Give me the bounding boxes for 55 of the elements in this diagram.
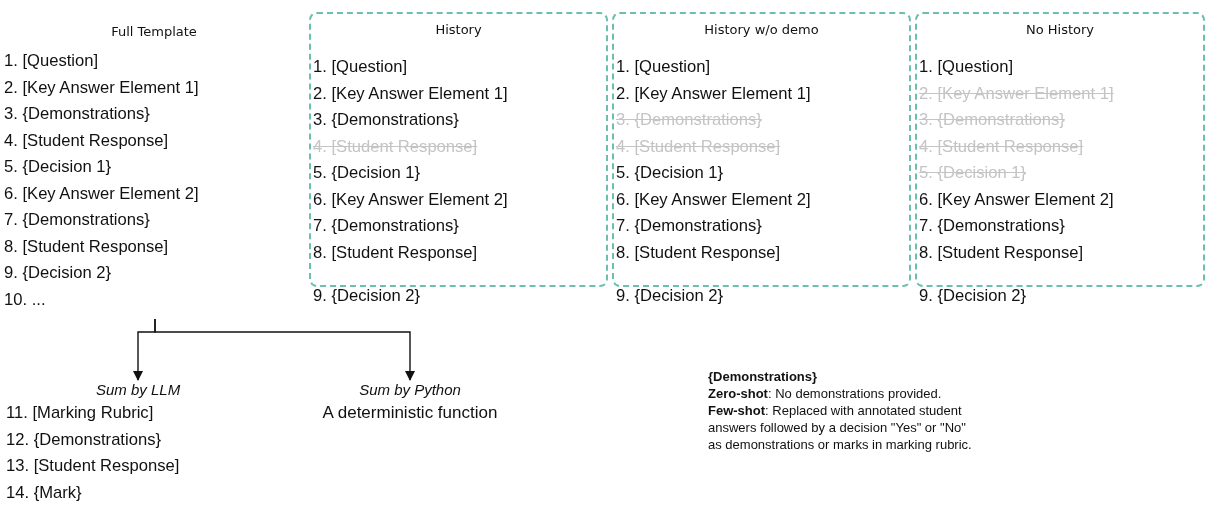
- list-item: 7. {Demonstrations}: [313, 215, 459, 237]
- note-text: Zero-shot: No demonstrations provided.: [708, 385, 943, 402]
- list-item: 2. [Key Answer Element 1]: [313, 82, 508, 105]
- list-item: 2. [Key Answer Element 1]: [4, 76, 199, 99]
- note-text: Few-shot: Replaced with annotated student answers followed by a decision "Yes" or "No" as demonstrations or marks in marking rubric.: [708, 402, 973, 453]
- column-title: History w/o demo: [703, 21, 820, 39]
- list-item: 7. {Demonstrations}: [616, 215, 762, 237]
- list-item: 1. [Question]: [616, 56, 711, 78]
- struck-list-item: 4. [Student Response]: [616, 135, 781, 158]
- list-item: 8. [Student Response]: [919, 241, 1084, 264]
- list-item: 1. [Question]: [4, 50, 99, 72]
- list-item: 9. {Decision 2}: [313, 285, 420, 307]
- struck-list-item: 4. [Student Response]: [919, 135, 1084, 158]
- arrow: [154, 318, 415, 381]
- struck-list-item: 4. [Student Response]: [313, 135, 478, 158]
- list-item: 4. [Student Response]: [4, 129, 169, 152]
- list-item: 10. ...: [4, 288, 46, 311]
- list-item: 9. {Decision 2}: [919, 285, 1026, 307]
- list-item: 6. [Key Answer Element 2]: [313, 188, 508, 211]
- list-item: 7. {Demonstrations}: [919, 215, 1065, 237]
- list-item: 6. [Key Answer Element 2]: [919, 188, 1114, 211]
- struck-list-item: 5. {Decision 1}: [919, 162, 1026, 184]
- list-item: 9. {Decision 2}: [4, 262, 111, 284]
- list-item: 5. {Decision 1}: [4, 156, 111, 178]
- column-title: History: [434, 21, 483, 39]
- list-item: 14. {Mark}: [6, 481, 82, 504]
- list-item: 1. [Question]: [919, 56, 1014, 78]
- list-item: 1. [Question]: [313, 56, 408, 78]
- list-item: 13. [Student Response]: [6, 455, 180, 477]
- column-title: No History: [1024, 21, 1096, 39]
- method-heading: Sum by LLM: [96, 380, 181, 400]
- note-heading: {Demonstrations}: [708, 368, 819, 385]
- list-item: 8. [Student Response]: [616, 241, 781, 264]
- column-title: Full Template: [110, 23, 198, 41]
- struck-list-item: 2. [Key Answer Element 1]: [919, 82, 1114, 105]
- list-item: 6. [Key Answer Element 2]: [4, 182, 199, 205]
- list-item: 6. [Key Answer Element 2]: [616, 188, 811, 211]
- dashed-group-box: [915, 12, 1205, 287]
- list-item: 3. {Demonstrations}: [313, 109, 459, 131]
- dashed-group-box: [612, 12, 911, 287]
- struck-list-item: 3. {Demonstrations}: [616, 109, 762, 131]
- list-item: 8. [Student Response]: [4, 235, 169, 258]
- list-item: 11. [Marking Rubric]: [6, 402, 154, 424]
- list-item: 9. {Decision 2}: [616, 285, 723, 307]
- description-text: A deterministic function: [322, 402, 498, 424]
- method-heading: Sum by Python: [359, 380, 461, 400]
- list-item: 2. [Key Answer Element 1]: [616, 82, 811, 105]
- dashed-group-box: [309, 12, 608, 287]
- list-item: 7. {Demonstrations}: [4, 209, 150, 231]
- list-item: 5. {Decision 1}: [313, 162, 420, 184]
- struck-list-item: 3. {Demonstrations}: [919, 109, 1065, 131]
- list-item: 8. [Student Response]: [313, 241, 478, 264]
- list-item: 5. {Decision 1}: [616, 162, 723, 184]
- list-item: 3. {Demonstrations}: [4, 103, 150, 125]
- list-item: 12. {Demonstrations}: [6, 428, 161, 451]
